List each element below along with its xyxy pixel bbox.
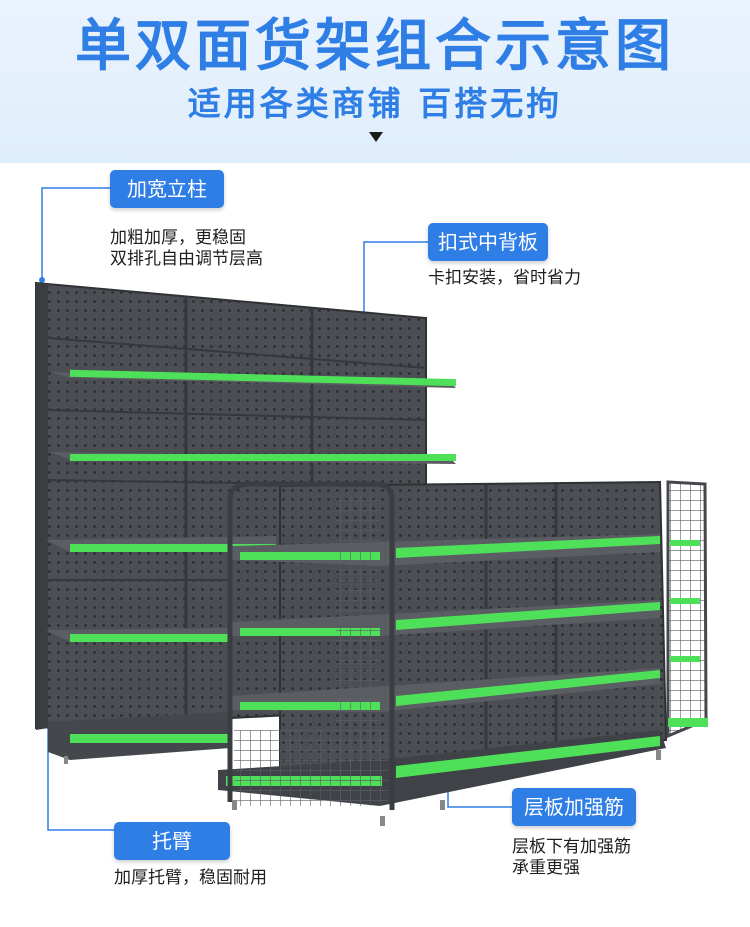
callout-dot-upright (39, 277, 45, 283)
callout-desc-backpanel: 卡扣安装，省时省力 (428, 268, 581, 288)
callout-label-bracket: 托臂 (114, 822, 230, 860)
double-sided-shelf (218, 480, 708, 826)
page-subtitle: 适用各类商铺 百搭无拘 (187, 84, 563, 123)
callout-label-upright: 加宽立柱 (110, 170, 224, 208)
callout-label-backpanel: 扣式中背板 (428, 223, 548, 261)
down-arrow-icon (369, 132, 383, 142)
callout-desc-reinforcement-1: 层板下有加强筋 (512, 837, 631, 857)
header-banner: 单双面货架组合示意图 适用各类商铺 百搭无拘 (0, 0, 750, 163)
callout-desc-bracket: 加厚托臂，稳固耐用 (114, 868, 267, 888)
callout-desc-upright-1: 加粗加厚，更稳固 (110, 228, 246, 248)
page-title: 单双面货架组合示意图 (75, 14, 675, 79)
callout-desc-upright-2: 双排孔自由调节层高 (110, 249, 263, 269)
callout-desc-reinforcement-2: 承重更强 (512, 858, 580, 878)
callout-label-reinforcement: 层板加强筋 (512, 788, 636, 826)
